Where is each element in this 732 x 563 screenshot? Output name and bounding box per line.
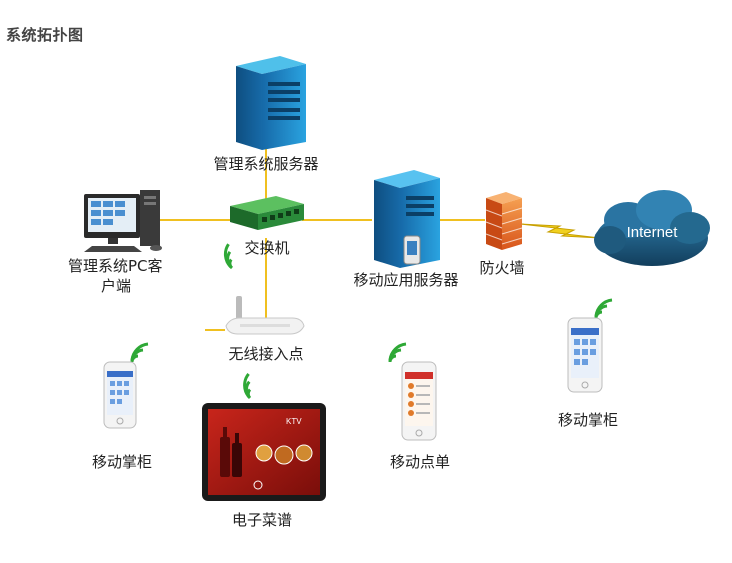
phone-overlay-icon <box>403 235 421 265</box>
smartphone-icon <box>103 361 137 429</box>
pc-client-label-line1: 管理系统PC客 <box>68 257 163 275</box>
wifi-icon-phone-left <box>130 342 149 363</box>
wifi-icon-phone-right <box>594 298 613 319</box>
mobile-server-label: 移动应用服务器 <box>353 271 459 289</box>
mobile-cabinet-left-label: 移动掌柜 <box>91 453 152 471</box>
switch-label: 交换机 <box>244 239 290 257</box>
firewall-label: 防火墙 <box>479 259 525 277</box>
cloud-icon <box>594 190 710 266</box>
internet-label: Internet <box>627 224 679 241</box>
tablet-icon <box>202 403 326 501</box>
mobile-server-icon <box>374 170 440 268</box>
dish-icons <box>255 444 313 465</box>
firewall-icon <box>485 192 523 250</box>
mgmt-server-label: 管理系统服务器 <box>213 155 319 173</box>
wifi-icon-phone-mid <box>388 342 407 363</box>
e-menu-label: 电子菜谱 <box>231 511 292 529</box>
wifi-icon-tablet <box>243 373 252 400</box>
switch-icon <box>230 196 304 230</box>
mgmt-server-icon <box>236 56 306 150</box>
desktop-pc-icon <box>84 190 162 252</box>
wine-bottle-icon <box>220 427 242 477</box>
access-point-label: 无线接入点 <box>228 345 304 363</box>
wifi-signal-icons <box>130 243 613 400</box>
tablet-brand-text: KTV <box>286 417 302 426</box>
lightning-link-icon <box>519 223 601 239</box>
wifi-icon-router <box>223 243 234 270</box>
connection-lines <box>160 148 485 331</box>
page-title: 系统拓扑图 <box>6 26 84 44</box>
smartphone-icon <box>401 361 437 441</box>
wifi-router-icon <box>225 296 305 335</box>
mobile-order-label: 移动点单 <box>389 453 450 471</box>
mobile-cabinet-right-label: 移动掌柜 <box>557 411 618 429</box>
pc-client-label-line2: 户端 <box>100 277 131 295</box>
smartphone-icon <box>567 317 603 393</box>
